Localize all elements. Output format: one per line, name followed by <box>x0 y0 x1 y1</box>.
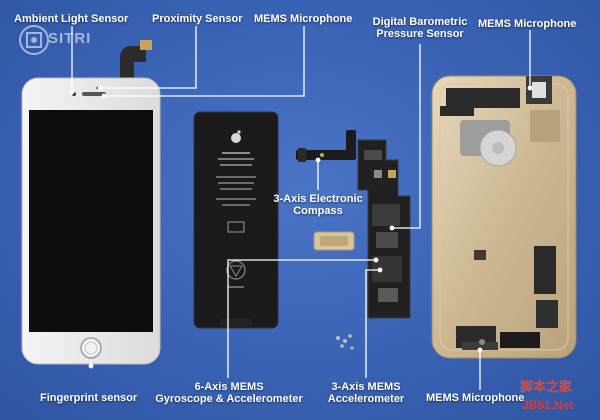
sitri-logo-icon <box>19 25 49 55</box>
label-compass-line1: 3-Axis Electronic <box>273 193 363 205</box>
compass-flex <box>296 130 356 162</box>
label-gyro-line1: 6-Axis MEMS <box>194 381 264 393</box>
label-gyroscope-accelerometer: 6-Axis MEMS Gyroscope & Accelerometer <box>148 381 310 405</box>
leader-accelerometer <box>365 269 380 378</box>
flex-cable <box>120 40 152 80</box>
label-accel-line2: Accelerometer <box>327 393 405 405</box>
watermark-line2: JB51.Net <box>522 398 574 412</box>
leader-mems-mic-top <box>104 26 305 97</box>
label-fingerprint-sensor: Fingerprint sensor <box>40 392 138 404</box>
battery <box>193 111 279 329</box>
leader-barometric <box>392 44 421 229</box>
watermark-line1: 脚本之家 <box>520 379 573 394</box>
label-compass-line2: Compass <box>293 205 343 217</box>
front-screen-assembly <box>21 77 161 365</box>
label-accel-line1: 3-Axis MEMS <box>331 381 401 393</box>
screws <box>336 334 354 350</box>
label-barometric-sensor: Digital Barometric Pressure Sensor <box>362 16 478 40</box>
label-mems-microphone-right: MEMS Microphone <box>478 18 577 30</box>
sitri-logo-text: SITRI <box>48 30 92 47</box>
label-proximity-sensor: Proximity Sensor <box>152 13 243 25</box>
label-barometric-line1: Digital Barometric <box>372 16 468 28</box>
label-ambient-light-sensor: Ambient Light Sensor <box>14 13 129 25</box>
leader-dots <box>69 85 533 369</box>
sim-tray <box>313 231 355 251</box>
label-accelerometer: 3-Axis MEMS Accelerometer <box>316 381 416 405</box>
leader-gyro <box>227 259 376 378</box>
logic-board <box>357 139 411 319</box>
rear-housing <box>431 75 577 359</box>
label-gyro-line2: Gyroscope & Accelerometer <box>155 393 303 405</box>
label-mems-microphone-top: MEMS Microphone <box>254 13 353 25</box>
leader-proximity <box>100 26 197 89</box>
label-mems-microphone-bottom: MEMS Microphone <box>426 392 525 404</box>
leader-lines <box>71 26 531 390</box>
label-barometric-line2: Pressure Sensor <box>376 28 464 40</box>
label-electronic-compass: 3-Axis Electronic Compass <box>262 193 374 217</box>
